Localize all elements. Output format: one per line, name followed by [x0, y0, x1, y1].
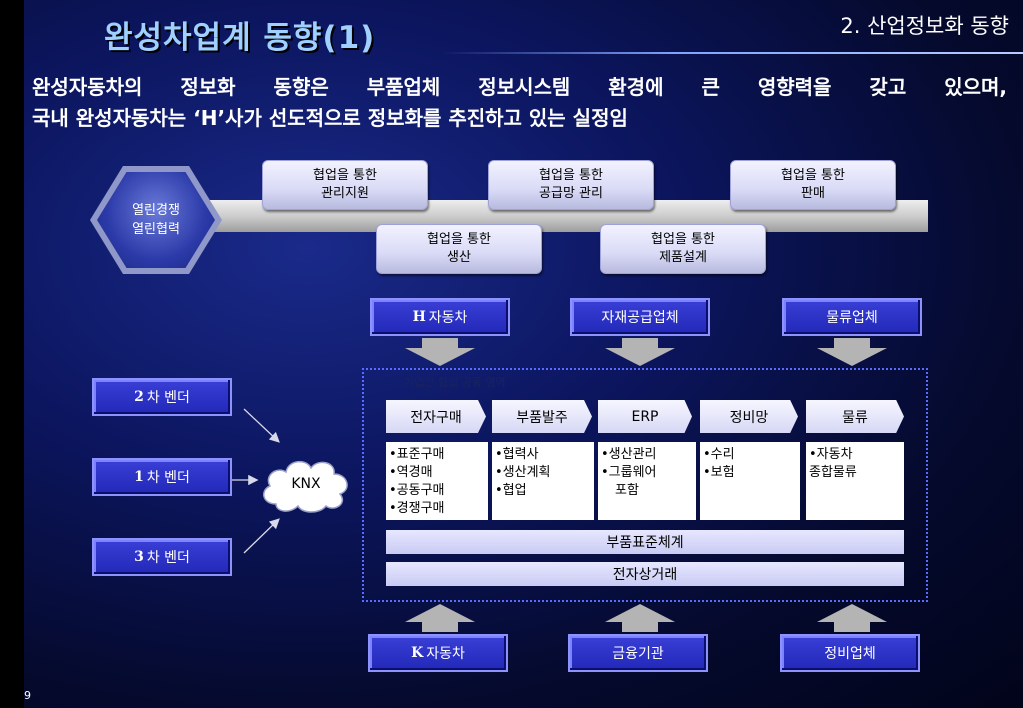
cell-logistics: •자동차 종합물류 [806, 442, 904, 520]
third-tier-label: 차 벤더 [146, 550, 190, 566]
maintenance-company-label: 정비업체 [824, 646, 876, 662]
material-supplier-label: 자재공급업체 [601, 310, 679, 326]
up-arrow-icon [817, 604, 887, 632]
up-arrow-icon [405, 604, 475, 632]
cell-item: •공동구매 [389, 483, 445, 498]
collab-sales-line-2: 판매 [801, 186, 825, 201]
down-arrow-icon [817, 338, 887, 366]
chevron-parts-order: 부품발주 [492, 400, 592, 433]
third-tier-number: 3 [134, 549, 144, 565]
chevron-logistics: 물류 [806, 400, 904, 433]
parts-standard-band: 부품표준체계 [386, 530, 904, 554]
page-title: 완성차업계 동향(1) [104, 20, 376, 56]
left-margin-strip [0, 0, 24, 708]
material-supplier-box: 자재공급업체 [570, 298, 710, 336]
hexagon-line-1: 열린경쟁 [132, 203, 180, 218]
k-motor-label: 자동차 [426, 646, 465, 662]
collab-sales-line-1: 협업을 통한 [781, 168, 845, 183]
cell-item: •역경매 [389, 465, 433, 480]
second-tier-label: 차 벤더 [146, 390, 190, 406]
cell-item: •생산계획 [495, 465, 551, 480]
collab-supply-line-1: 협업을 통한 [539, 168, 603, 183]
cell-purchase: •표준구매 •역경매 •공동구매 •경쟁구매 [386, 442, 488, 520]
chevron-e-procurement: 전자구매 [386, 400, 486, 433]
summary-line-2: 국내 완성자동차는 ‘H’사가 선도적으로 정보화를 추진하고 있는 실정임 [32, 106, 628, 130]
page-number: 9 [24, 689, 31, 702]
collab-production-line-2: 생산 [447, 250, 471, 265]
cell-item: •협력사 [495, 447, 539, 462]
first-tier-label: 차 벤더 [146, 470, 190, 486]
shared-platform-panel [362, 368, 928, 602]
cell-item: •경쟁구매 [389, 501, 445, 516]
collab-design-line-2: 제품설계 [659, 250, 707, 265]
collab-mgmt-line-1: 협업을 통한 [313, 168, 377, 183]
maintenance-company-box: 정비업체 [780, 634, 920, 672]
first-tier-number: 1 [134, 469, 144, 485]
logistics-company-label: 물류업체 [826, 310, 878, 326]
panel-caption: 기업간 협업 공동 영역 [404, 376, 506, 389]
summary-line-1: 완성자동차의 정보화 동향은 부품업체 정보시스템 환경에 큰 영향력을 갖고 … [32, 75, 1007, 99]
k-motor-letter: K [411, 645, 424, 661]
cell-order: •협력사 •생산계획 •협업 [492, 442, 594, 520]
financial-institution-label: 금융기관 [612, 646, 664, 662]
h-motor-label: 자동차 [428, 310, 468, 326]
header-divider [440, 52, 1023, 54]
cell-service: •수리 •보험 [700, 442, 800, 520]
collab-supply-line-2: 공급망 관리 [539, 186, 603, 201]
cell-item: •자동차 [809, 447, 853, 462]
e-commerce-band: 전자상거래 [386, 562, 904, 586]
knx-cloud-icon [263, 460, 348, 513]
second-tier-number: 2 [134, 389, 144, 405]
summary-text: 완성자동차의 정보화 동향은 부품업체 정보시스템 환경에 큰 영향력을 갖고 … [32, 72, 1007, 134]
logistics-company-box: 물류업체 [782, 298, 922, 336]
cell-item: •그룹웨어 [601, 465, 657, 480]
collab-production-line-1: 협업을 통한 [427, 232, 491, 247]
down-arrow-icon [405, 338, 475, 366]
vendor-connector-lines [232, 408, 280, 554]
chevron-erp: ERP [598, 400, 692, 433]
knx-label: KNX [291, 476, 321, 492]
cell-item: •수리 [703, 447, 735, 462]
h-motor-letter: H [412, 309, 426, 325]
cell-item: •보험 [703, 465, 735, 480]
cell-item: 포함 [615, 483, 639, 498]
cell-item: •표준구매 [389, 447, 445, 462]
collab-design-line-1: 협업을 통한 [651, 232, 715, 247]
cell-item: •생산관리 [601, 447, 657, 462]
hexagon-line-2: 열린협력 [132, 222, 180, 237]
financial-institution-box: 금융기관 [568, 634, 708, 672]
cell-item: 종합물류 [809, 465, 857, 480]
down-arrow-icon [605, 338, 675, 366]
collab-mgmt-line-2: 관리지원 [321, 186, 369, 201]
up-arrow-icon [605, 604, 675, 632]
section-label: 2. 산업정보화 동향 [840, 14, 1009, 38]
chevron-service-network: 정비망 [700, 400, 798, 433]
cell-erp: •생산관리 •그룹웨어 포함 [598, 442, 696, 520]
cell-item: •협업 [495, 483, 527, 498]
